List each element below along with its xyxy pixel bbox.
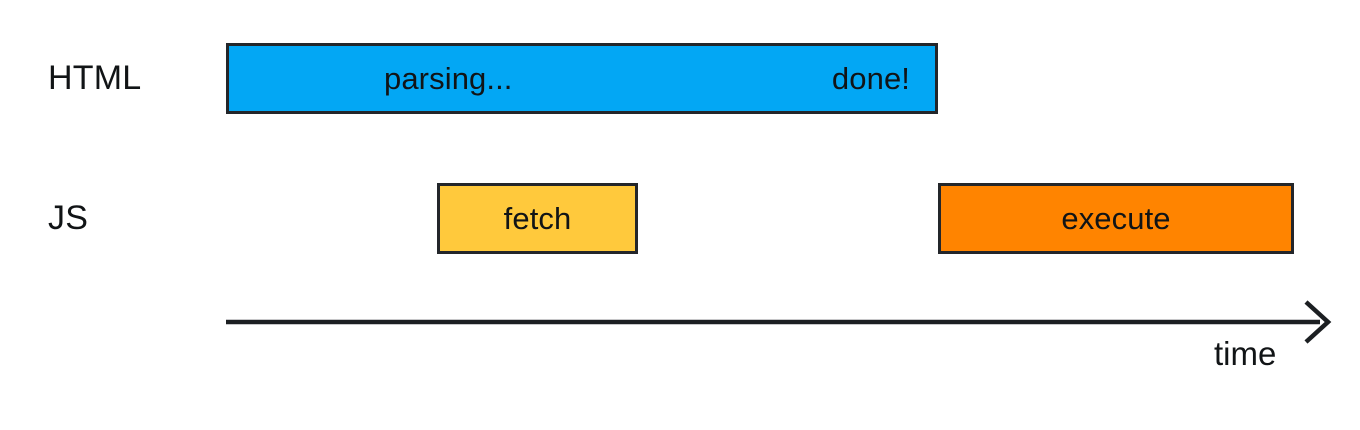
row-label-js: JS xyxy=(48,199,89,237)
bar-js-execute-label: execute xyxy=(1061,201,1171,236)
time-axis-label: time xyxy=(1214,335,1277,372)
bar-html-parsing-end-label: done! xyxy=(831,61,910,96)
bar-html-parsing-start-label: parsing... xyxy=(384,61,513,96)
bar-html-parsing: parsing... done! xyxy=(226,43,938,114)
time-axis-arrow-icon xyxy=(226,300,1332,344)
bar-js-fetch-label: fetch xyxy=(503,201,572,236)
bar-js-execute: execute xyxy=(938,183,1294,254)
row-label-html: HTML xyxy=(48,59,142,97)
bar-js-fetch: fetch xyxy=(437,183,638,254)
